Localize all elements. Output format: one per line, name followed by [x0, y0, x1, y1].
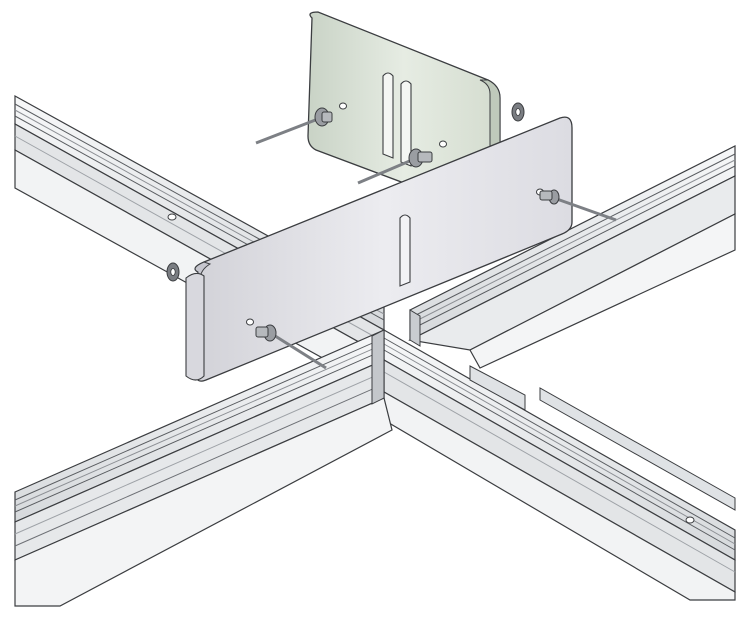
rivet [255, 324, 327, 370]
cross-rail-left [14, 329, 393, 607]
rivet [539, 189, 617, 222]
rivet [357, 148, 433, 185]
cross-rail-right [408, 145, 736, 369]
washer [511, 102, 525, 122]
splice-plate-front [185, 116, 573, 382]
main-rail-front-right [383, 328, 736, 601]
rivet [255, 107, 333, 145]
washer [166, 262, 180, 282]
